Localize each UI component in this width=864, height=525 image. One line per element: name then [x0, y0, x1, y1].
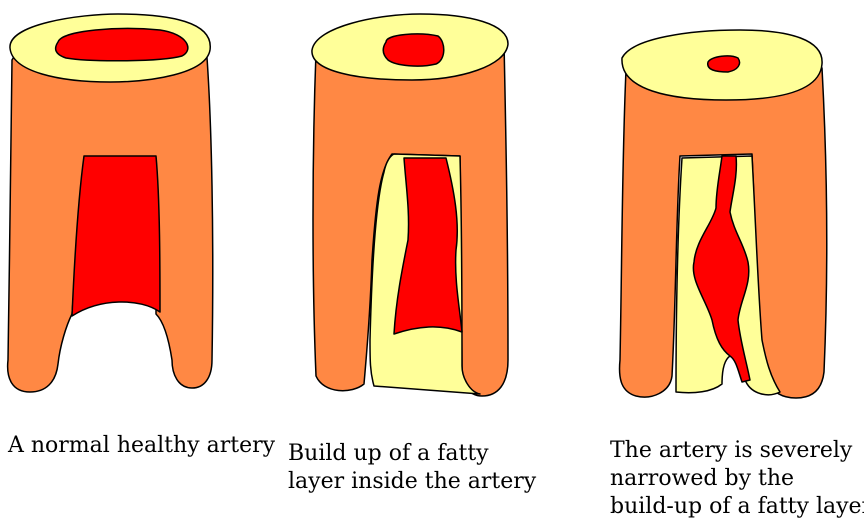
caption-partial-line-1: Build up of a fatty — [288, 440, 536, 468]
caption-normal-line-1: A normal healthy artery — [8, 432, 275, 460]
normal-artery-lumen-cut — [72, 156, 160, 316]
caption-severe-line-2: narrowed by the — [610, 465, 864, 493]
caption-severe-line-1: The artery is severely — [610, 437, 864, 465]
caption-partial-blockage: Build up of a fatty layer inside the art… — [288, 440, 536, 496]
caption-severe-blockage: The artery is severely narrowed by the b… — [610, 437, 864, 521]
normal-artery — [8, 14, 213, 392]
severe-artery-lumen-top — [708, 56, 740, 72]
caption-severe-line-3: build-up of a fatty layer — [610, 493, 864, 521]
partial-blockage-artery — [312, 14, 508, 396]
severe-blockage-artery — [620, 30, 827, 398]
caption-partial-line-2: layer inside the artery — [288, 468, 536, 496]
caption-normal-artery: A normal healthy artery — [8, 432, 275, 460]
normal-artery-lumen-top — [56, 29, 188, 61]
partial-artery-lumen-top — [383, 34, 444, 66]
